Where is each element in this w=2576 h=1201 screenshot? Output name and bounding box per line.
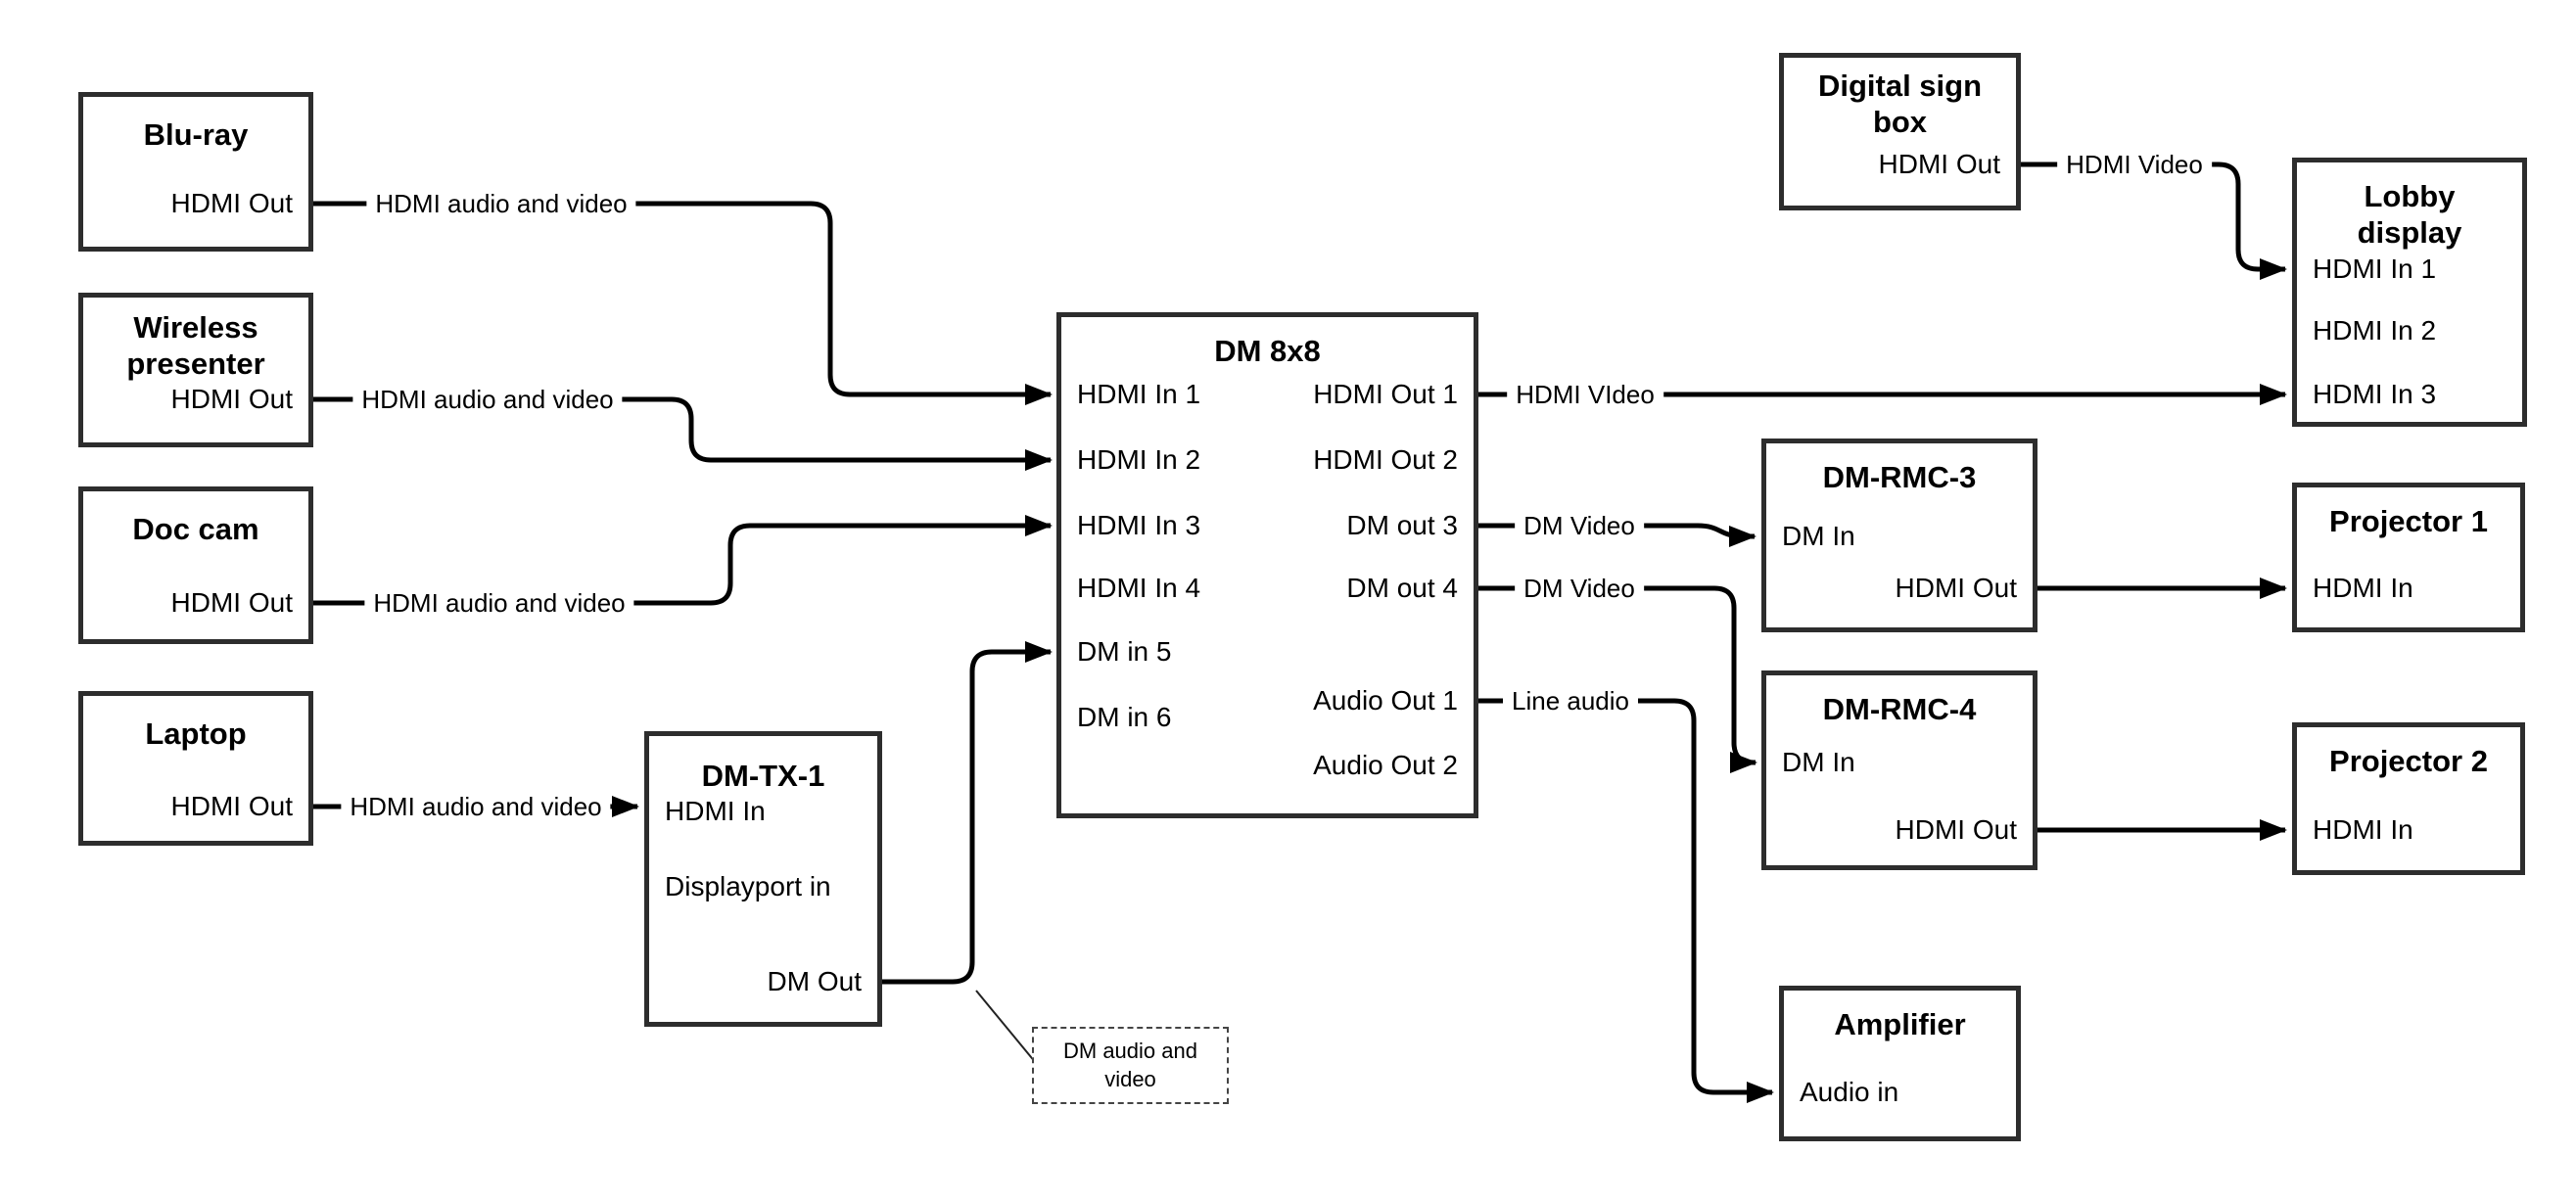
port-dm-out-3: DM out 3 — [1346, 510, 1458, 540]
wire-label-hdmi-video-digsign: HDMI Video — [2057, 150, 2212, 179]
wire-bluray-to-dm8x8-in1 — [313, 201, 1053, 405]
wire-label-dm-video-out3: DM Video — [1515, 511, 1644, 540]
wire-doccam-to-dm8x8-in3 — [313, 515, 1053, 606]
node-bluray: Blu-ray HDMI Out — [78, 92, 313, 252]
node-projector-1: Projector 1 HDMI In — [2292, 483, 2525, 632]
wire-label-hdmi-av-wireless: HDMI audio and video — [352, 385, 623, 414]
port-dm-in-6: DM in 6 — [1077, 702, 1172, 732]
port-hdmi-in: HDMI In — [665, 796, 766, 826]
port-hdmi-in-3: HDMI In 3 — [2313, 379, 2437, 409]
port-hdmi-in-3: HDMI In 3 — [1077, 510, 1201, 540]
node-title: DM-RMC-4 — [1822, 692, 1977, 726]
port-dm-out: DM Out — [767, 966, 862, 996]
node-doc-cam: Doc cam HDMI Out — [78, 486, 313, 644]
node-title: DM-RMC-3 — [1822, 460, 1977, 494]
wire-dm8x8-out4-to-dmrmc4 — [1478, 585, 1757, 773]
wire-digsign-to-lobby-in1 — [2021, 162, 2287, 280]
node-dm-rmc-3: DM-RMC-3 DM In HDMI Out — [1761, 439, 2037, 632]
port-hdmi-in-1: HDMI In 1 — [2313, 254, 2437, 284]
port-hdmi-out-2: HDMI Out 2 — [1313, 444, 1458, 475]
port-dm-in: DM In — [1782, 521, 1855, 551]
node-dm-tx-1: DM-TX-1 HDMI In Displayport in DM Out — [644, 731, 882, 1027]
port-hdmi-out-1: HDMI Out 1 — [1313, 379, 1458, 409]
port-hdmi-in-1: HDMI In 1 — [1077, 379, 1201, 409]
port-dm-in-5: DM in 5 — [1077, 636, 1172, 667]
port-audio-out-2: Audio Out 2 — [1313, 750, 1458, 780]
wire-dm8x8-audio1-to-amplifier — [1478, 698, 1774, 1103]
node-laptop: Laptop HDMI Out — [78, 691, 313, 846]
wire-wireless-to-dm8x8-in2 — [313, 396, 1053, 471]
node-title: Laptop — [145, 716, 247, 751]
node-title: Projector 2 — [2329, 744, 2488, 778]
node-title: Amplifier — [1834, 1007, 1966, 1041]
port-hdmi-out: HDMI Out — [170, 188, 293, 218]
node-title: Blu-ray — [143, 117, 249, 152]
note-callout-line — [975, 990, 1037, 1064]
wire-dmtx1-to-dm8x8-in5 — [882, 641, 1053, 985]
wire-label-hdmi-video-out1: HDMI VIdeo — [1507, 380, 1663, 409]
port-hdmi-in: HDMI In — [2313, 814, 2413, 845]
node-lobby-display: Lobby display HDMI In 1 HDMI In 2 HDMI I… — [2292, 158, 2527, 427]
port-hdmi-out: HDMI Out — [170, 587, 293, 618]
port-hdmi-in-4: HDMI In 4 — [1077, 573, 1201, 603]
port-hdmi-in-2: HDMI In 2 — [2313, 315, 2437, 346]
port-displayport-in: Displayport in — [665, 871, 831, 901]
wire-label-hdmi-av-laptop: HDMI audio and video — [341, 792, 611, 821]
port-hdmi-out: HDMI Out — [1878, 149, 2000, 179]
node-title: DM 8x8 — [1214, 334, 1321, 368]
port-hdmi-in-2: HDMI In 2 — [1077, 444, 1201, 475]
node-projector-2: Projector 2 HDMI In — [2292, 722, 2525, 875]
node-title: Lobby display — [2357, 179, 2462, 251]
port-hdmi-out: HDMI Out — [1895, 814, 2017, 845]
node-title: Doc cam — [132, 512, 259, 546]
node-title: Digital sign box — [1817, 69, 1983, 140]
port-audio-out-1: Audio Out 1 — [1313, 685, 1458, 716]
node-amplifier: Amplifier Audio in — [1779, 986, 2021, 1141]
wire-dm8x8-out3-to-dmrmc3 — [1478, 523, 1756, 547]
port-audio-in: Audio in — [1800, 1077, 1899, 1107]
node-title: DM-TX-1 — [701, 759, 825, 793]
note-dm-audio-and-video: DM audio and video — [1032, 1027, 1229, 1104]
port-dm-in: DM In — [1782, 747, 1855, 777]
node-dm-rmc-4: DM-RMC-4 DM In HDMI Out — [1761, 670, 2037, 870]
wire-label-line-audio: Line audio — [1503, 686, 1638, 716]
node-digital-sign-box: Digital sign box HDMI Out — [1779, 53, 2021, 210]
wire-label-hdmi-av-doccam: HDMI audio and video — [364, 588, 634, 618]
port-hdmi-in: HDMI In — [2313, 573, 2413, 603]
node-wireless-presenter: Wireless presenter HDMI Out — [78, 293, 313, 447]
port-hdmi-out: HDMI Out — [1895, 573, 2017, 603]
node-title: Wireless presenter — [126, 310, 265, 382]
port-hdmi-out: HDMI Out — [170, 384, 293, 414]
node-title: Projector 1 — [2329, 504, 2488, 538]
wire-label-hdmi-av-bluray: HDMI audio and video — [366, 189, 636, 218]
port-hdmi-out: HDMI Out — [170, 791, 293, 821]
wire-label-dm-video-out4: DM Video — [1515, 574, 1644, 603]
port-dm-out-4: DM out 4 — [1346, 573, 1458, 603]
node-dm-8x8: DM 8x8 HDMI In 1 HDMI In 2 HDMI In 3 HDM… — [1056, 312, 1478, 818]
